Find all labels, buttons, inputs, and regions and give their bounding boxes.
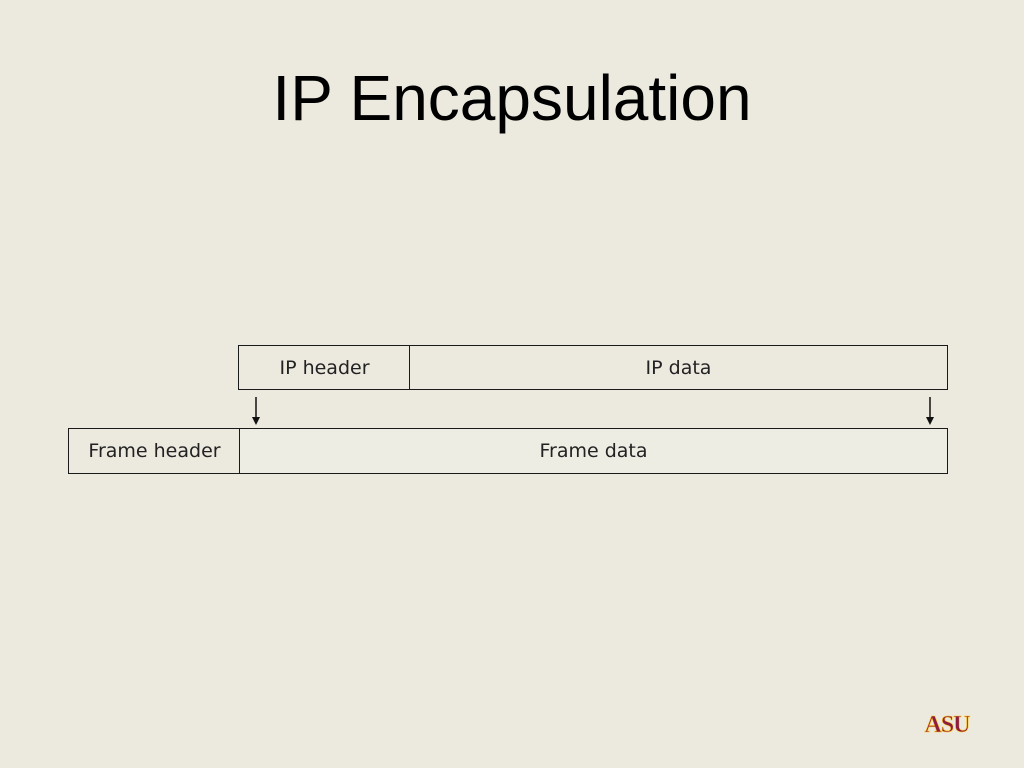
- slide-title: IP Encapsulation: [272, 62, 752, 134]
- asu-logo-text: ASU: [924, 712, 970, 735]
- asu-logo: ASU: [924, 712, 971, 735]
- frame-data-box: Frame data: [239, 428, 948, 474]
- ip-header-box: IP header: [238, 345, 411, 390]
- frame-header-box: Frame header: [68, 428, 241, 474]
- ip-data-box: IP data: [409, 345, 948, 390]
